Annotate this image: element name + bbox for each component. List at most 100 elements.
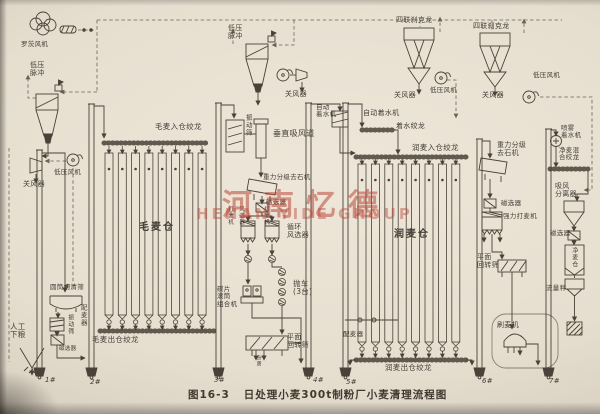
aspiration-network [8,16,593,362]
pulse-filter-mid-icon [245,30,308,106]
fan-r2-label: 低压风机 [533,71,561,79]
quad-cyclone-2-label: 四联刹克龙 [473,22,510,30]
disc-drum-icon [240,285,264,304]
prop-right-label: 配麦器 [343,330,364,338]
lp-pulse-mid-label: 低压 脉冲 [228,24,243,40]
el5-label: 5# [346,378,357,386]
el2-label: 2# [90,378,101,386]
throwers-label: 抛车 (3台) [293,279,313,297]
magsep-mid-label: 磁选器 [266,198,287,206]
rotary-mid-icon [245,335,289,356]
magsep-r2-label: 磁选器 [550,229,571,237]
clean-bin-label: 净麦仓 [570,247,578,268]
dampener-1-label: 自动 着水机 [316,103,337,119]
magsep-r1-icon [483,198,497,209]
roots-blower-label: 罗茨风机 [21,40,49,48]
vib-screen-mid-icon [225,119,245,153]
vib-feeder-label: 振动筛 [66,314,74,335]
destoner-r-label: 重力分级 去石机 [497,141,527,157]
fan-left-icon [66,153,83,167]
roots-blower-icon [29,11,93,36]
fan-r2-icon [522,90,539,104]
raw-out-auger-label: 毛麦出仓绞龙 [92,335,139,344]
spray-dampener-icon [550,135,562,147]
asp-separator-icon [563,200,585,227]
figure-number: 图16-3 [188,389,230,401]
airclass-1-label: 风选器 [238,206,245,226]
scourer-2-icon [264,220,280,243]
magsep-left-icon [50,334,65,346]
raw-bin-label: 毛麦仓 [139,222,175,233]
figure-caption: 图16-3 日处理小麦300t制粉厂小麦清理流程图 [188,387,447,402]
asp-separator-label: 吸风 分离器 [555,182,577,198]
mill-feed-box [566,321,583,336]
storage-bins [104,146,461,359]
magsep-r1-label: 磁选器 [501,199,522,207]
temper-in-auger-label: 润麦入仓绞龙 [412,143,459,152]
el7-label: 7# [549,377,560,385]
drum-precleaner-icon [49,295,83,312]
el6-label: 6# [482,377,493,385]
photo-corner-shadow [0,370,60,414]
photo-edge-bottom [0,402,600,414]
machines [49,110,585,356]
flow-scale-label: 流量秤 [546,284,567,292]
rotary-mid-label: 平面 回转筛 [287,333,309,349]
throwers-icon [278,268,286,306]
airlock-r2-label: 关风器 [482,91,504,99]
drum-precleaner-label: 圆筒初清筛 [50,283,84,291]
prop-left-label: 配麦器 [79,304,88,327]
clean-mix-auger-label: 净麦混 合绞龙 [559,146,580,162]
spray-dampener-label: 喷雾 着水机 [561,124,582,140]
magsep-mid-icon [255,202,269,213]
scourer-2-label: 打麦机 [263,206,270,226]
scourer-1-icon [240,220,256,243]
photo-edge-left [0,0,7,414]
impurity-label: 杂质 [255,355,262,367]
vert-aspiration-label: 垂直吸风道 [273,129,315,138]
brush-machine-icon [503,333,527,353]
vert-aspiration-icon [253,118,269,159]
vib-feeder-icon [49,317,65,332]
el4-label: 4# [313,376,324,384]
damp-auger-label: 着水绞龙 [396,122,426,130]
figure-title: 日处理小麦300t制粉厂小麦清理流程图 [243,389,448,401]
recirc-airclass-label: 循环 风选器 [287,223,309,239]
fan-left-label: 低压风机 [54,168,82,176]
quad-cyclone-2-icon [479,32,511,97]
photo-edge-top [0,0,600,6]
intensive-scourer-icon [481,211,503,235]
disc-drum-label: 碟片 滚筒 组合机 [217,285,238,308]
pulse-filter-left-icon [29,79,64,184]
airlock-left-label: 关风器 [23,180,45,188]
raw-in-auger-label: 毛麦入仓绞龙 [155,122,202,131]
fan-r1-icon [434,71,451,85]
magsep-left-label: 磁选器 [59,346,77,352]
clean-bin-icon [564,244,585,276]
rotary-r-icon [497,259,527,277]
flow-scale-icon [564,278,585,297]
fan-r1-label: 低压风机 [430,86,458,94]
auger-chains [97,127,591,363]
quad-cyclone-1-icon [403,27,435,95]
airlock-r1-label: 关风器 [394,91,416,99]
magsep-r2-icon [567,230,581,241]
elevators [33,102,555,380]
vib-screen-mid-label: 振动筛 [244,114,253,137]
el3-label: 3# [214,376,225,384]
rotary-r-label: 平面 回转筛 [477,253,499,269]
lp-pulse-left-label: 低压 脉冲 [30,61,45,77]
airlock-mid-label: 关风器 [285,90,307,98]
destoner-r-icon [478,157,508,182]
dampener-2-label: 自动着水机 [363,109,400,117]
brush-machine-label: 刷麦机 [497,321,519,329]
intensive-scourer-label: 强力打麦机 [503,212,537,220]
temper-bin-label: 润麦仓 [394,229,430,240]
quad-cyclone-1-label: 四联刹克龙 [396,16,433,24]
scourer-1-label: 打麦机 [227,206,234,226]
temper-out-auger-label: 润麦出仓绞龙 [385,363,432,372]
destoner-mid-label: 重力分级去石机 [263,173,311,181]
